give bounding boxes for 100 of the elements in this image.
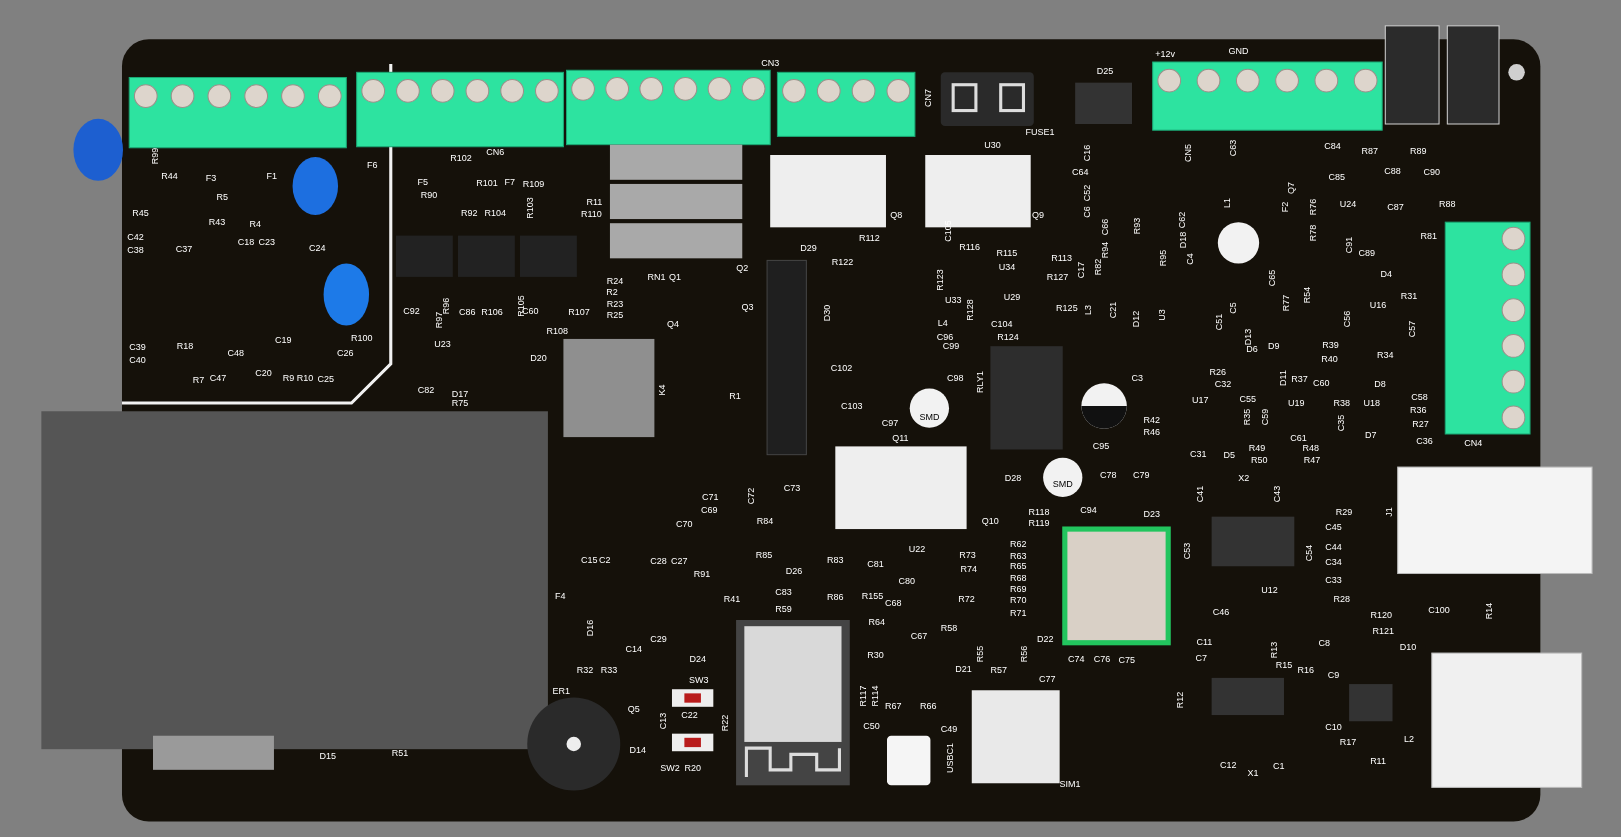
silkscreen-label: R101: [476, 178, 498, 188]
silkscreen-label: SW2: [660, 763, 680, 773]
silkscreen-label: R78: [1308, 224, 1318, 241]
silkscreen-label: L3: [1083, 305, 1093, 315]
silkscreen-label: R118: [1028, 507, 1050, 516]
silkscreen-label: C6: [1082, 206, 1091, 218]
silkscreen-label: R102: [450, 153, 472, 163]
silkscreen-label: R5: [216, 192, 228, 202]
silkscreen-label: C19: [275, 335, 292, 345]
silkscreen-label: R34: [1377, 350, 1394, 360]
silkscreen-label: C68: [884, 598, 902, 608]
silkscreen-label: GND: [1228, 46, 1249, 56]
silkscreen-label: R38: [1333, 398, 1351, 408]
silkscreen-label: +12v: [1155, 49, 1175, 59]
silkscreen-label: U23: [434, 339, 451, 349]
silkscreen-label: FUSE1: [1025, 127, 1055, 137]
silkscreen-label: Q5: [627, 704, 640, 714]
silkscreen-label: R96: [441, 297, 451, 315]
silkscreen-label: R84: [756, 516, 774, 526]
silkscreen-label: R9: [282, 373, 295, 383]
silkscreen-label: R122: [831, 257, 854, 267]
silkscreen-label: C20: [255, 368, 272, 378]
silkscreen-label: C82: [417, 385, 435, 395]
silkscreen-label: R77: [1281, 294, 1291, 311]
silkscreen-label: C81: [867, 559, 884, 569]
silkscreen-label: C34: [1325, 557, 1342, 567]
silkscreen-label: Q1: [669, 272, 682, 282]
silkscreen-label: C99: [942, 341, 960, 351]
silkscreen-label: R92: [461, 208, 478, 218]
silkscreen-label: R33: [600, 665, 618, 675]
silkscreen-label: R28: [1333, 594, 1351, 604]
silkscreen-label: R88: [1439, 199, 1456, 209]
silkscreen-label: R50: [1250, 455, 1268, 465]
silkscreen-label: R87: [1361, 146, 1379, 156]
silkscreen-label: U17: [1192, 395, 1209, 405]
silkscreen-label: D18: [1178, 231, 1188, 248]
silkscreen-label: R12: [1175, 691, 1185, 708]
silkscreen-label: D23: [1143, 509, 1160, 519]
silkscreen-label: R13: [1269, 641, 1279, 659]
silkscreen-label: C28: [650, 556, 667, 566]
silkscreen-label: R82: [1093, 258, 1103, 275]
silkscreen-label: D25: [1096, 66, 1114, 76]
silkscreen-label: R32: [576, 665, 594, 675]
silkscreen-label: R74: [960, 564, 977, 574]
silkscreen-label: R86: [827, 592, 844, 602]
silkscreen-label: C16: [1082, 144, 1091, 162]
silkscreen-label: C11: [1196, 637, 1213, 647]
silkscreen-label: C18: [237, 237, 255, 247]
silkscreen-label: C77: [1039, 674, 1056, 684]
silkscreen-label: Q4: [667, 319, 679, 329]
silkscreen-label: R90: [420, 190, 438, 200]
silkscreen-label: C24: [309, 243, 326, 253]
silkscreen-label: R37: [1291, 374, 1308, 384]
silkscreen-label: R66: [920, 701, 937, 711]
silkscreen-label: D15: [319, 751, 336, 761]
silkscreen-label: C104: [991, 319, 1013, 329]
silkscreen-label: R155: [861, 591, 884, 601]
silkscreen-label: R127: [1046, 272, 1069, 282]
silkscreen-label: C21: [1108, 301, 1118, 319]
silkscreen-label: R1: [729, 391, 741, 401]
silkscreen-label: CN3: [761, 58, 780, 68]
silkscreen-label: R120: [1370, 610, 1392, 620]
silkscreen-label: C100: [1428, 605, 1450, 615]
silkscreen-label: C41: [1195, 485, 1205, 503]
silkscreen-label: D10: [1399, 642, 1417, 652]
silkscreen-label: R100: [351, 333, 373, 343]
silkscreen-label: Q9: [1031, 210, 1044, 220]
silkscreen-label: C27: [670, 556, 688, 566]
silkscreen-label: ER1: [552, 686, 571, 696]
silkscreen-label: R55: [975, 645, 985, 663]
silkscreen-label: D16: [585, 620, 595, 637]
silkscreen-label: R117: [858, 686, 868, 707]
silkscreen-label: D6: [1246, 344, 1258, 354]
silkscreen-label: C48: [227, 348, 244, 358]
silkscreen-label: C62: [1177, 211, 1187, 229]
silkscreen-label: D26: [785, 566, 803, 576]
silkscreen-label: R114: [870, 686, 880, 707]
silkscreen-label: C8: [1318, 638, 1331, 648]
silkscreen-label: R110: [580, 209, 602, 219]
silkscreen-label: C98: [946, 373, 964, 383]
silkscreen-label: R41: [723, 594, 741, 604]
capacitor-marking: SMD: [1052, 479, 1073, 489]
silkscreen-label: L2: [1404, 734, 1415, 744]
silkscreen-label: U33: [944, 295, 962, 305]
silkscreen-label: C58: [1411, 392, 1428, 402]
silkscreen-label: C9: [1327, 670, 1340, 680]
silkscreen-label: R85: [755, 550, 773, 560]
silkscreen-label: F3: [205, 173, 217, 183]
silkscreen-label: R23: [606, 299, 624, 309]
silkscreen-label: SIM1: [1059, 779, 1081, 789]
silkscreen-label: R71: [1010, 608, 1027, 618]
silkscreen-label: C29: [650, 634, 667, 644]
silkscreen-label: R121: [1372, 626, 1394, 636]
silkscreen-label: C72: [746, 487, 756, 505]
silkscreen-label: C23: [258, 237, 275, 247]
silkscreen-label: C70: [676, 519, 693, 529]
silkscreen-label: C49: [940, 724, 958, 733]
silkscreen-label: D9: [1267, 341, 1280, 351]
silkscreen-label: D13: [1243, 328, 1253, 346]
silkscreen-label: RLY1: [975, 371, 985, 394]
